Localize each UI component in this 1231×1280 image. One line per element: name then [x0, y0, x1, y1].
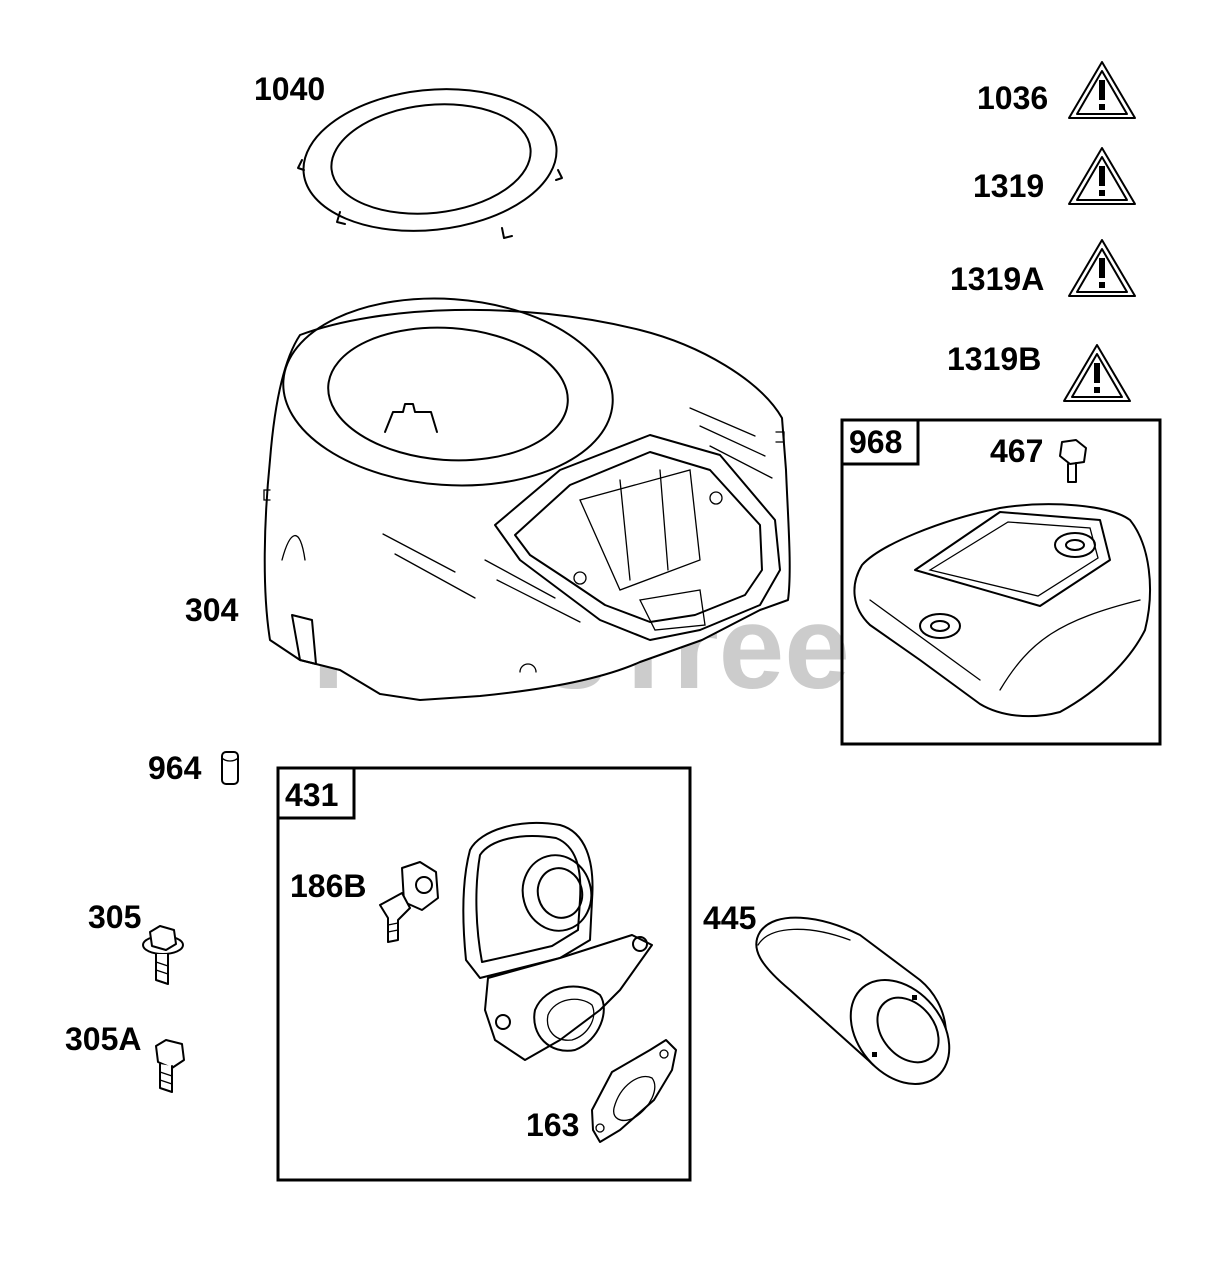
label-163[interactable]: 163 — [526, 1107, 579, 1143]
part-305-bolt[interactable] — [142, 925, 184, 985]
part-186B-fitting[interactable] — [379, 861, 439, 943]
label-1036[interactable]: 1036 — [977, 80, 1048, 116]
label-304[interactable]: 304 — [185, 592, 239, 628]
part-467-fastener[interactable] — [1059, 439, 1087, 483]
part-964-sleeve[interactable] — [221, 751, 239, 785]
label-1040[interactable]: 1040 — [254, 71, 325, 107]
warning-triangle-icon — [1068, 61, 1136, 119]
label-1319A[interactable]: 1319A — [950, 261, 1044, 297]
part-305A-bolt[interactable] — [155, 1039, 185, 1093]
label-964[interactable]: 964 — [148, 750, 202, 786]
kit-968-box[interactable]: 968 467 — [840, 418, 1162, 746]
warning-triangle-icon — [1068, 147, 1136, 205]
label-305[interactable]: 305 — [88, 899, 141, 935]
label-186B[interactable]: 186B — [290, 868, 367, 904]
warning-label-1036[interactable]: 1036 — [977, 61, 1136, 119]
part-968-cover[interactable] — [853, 503, 1151, 718]
label-968[interactable]: 968 — [849, 424, 902, 460]
part-431-air-filter-base[interactable] — [462, 822, 653, 1061]
part-1040-ring[interactable] — [296, 77, 563, 243]
warning-triangle-icon — [1068, 239, 1136, 297]
label-445[interactable]: 445 — [703, 900, 756, 936]
label-1319B[interactable]: 1319B — [947, 341, 1041, 377]
part-163-gasket[interactable] — [591, 1039, 677, 1143]
warning-label-1319B[interactable]: 1319B — [947, 341, 1131, 402]
part-445-filter-element[interactable] — [755, 916, 969, 1104]
label-467[interactable]: 467 — [990, 433, 1043, 469]
part-304-blower-housing[interactable] — [263, 288, 791, 701]
warning-triangle-icon — [1063, 344, 1131, 402]
kit-431-box[interactable]: 431 186B 163 — [276, 766, 692, 1182]
label-431[interactable]: 431 — [285, 777, 338, 813]
label-305A[interactable]: 305A — [65, 1021, 142, 1057]
warning-label-1319[interactable]: 1319 — [973, 147, 1136, 205]
warning-label-1319A[interactable]: 1319A — [950, 239, 1136, 297]
label-1319[interactable]: 1319 — [973, 168, 1044, 204]
